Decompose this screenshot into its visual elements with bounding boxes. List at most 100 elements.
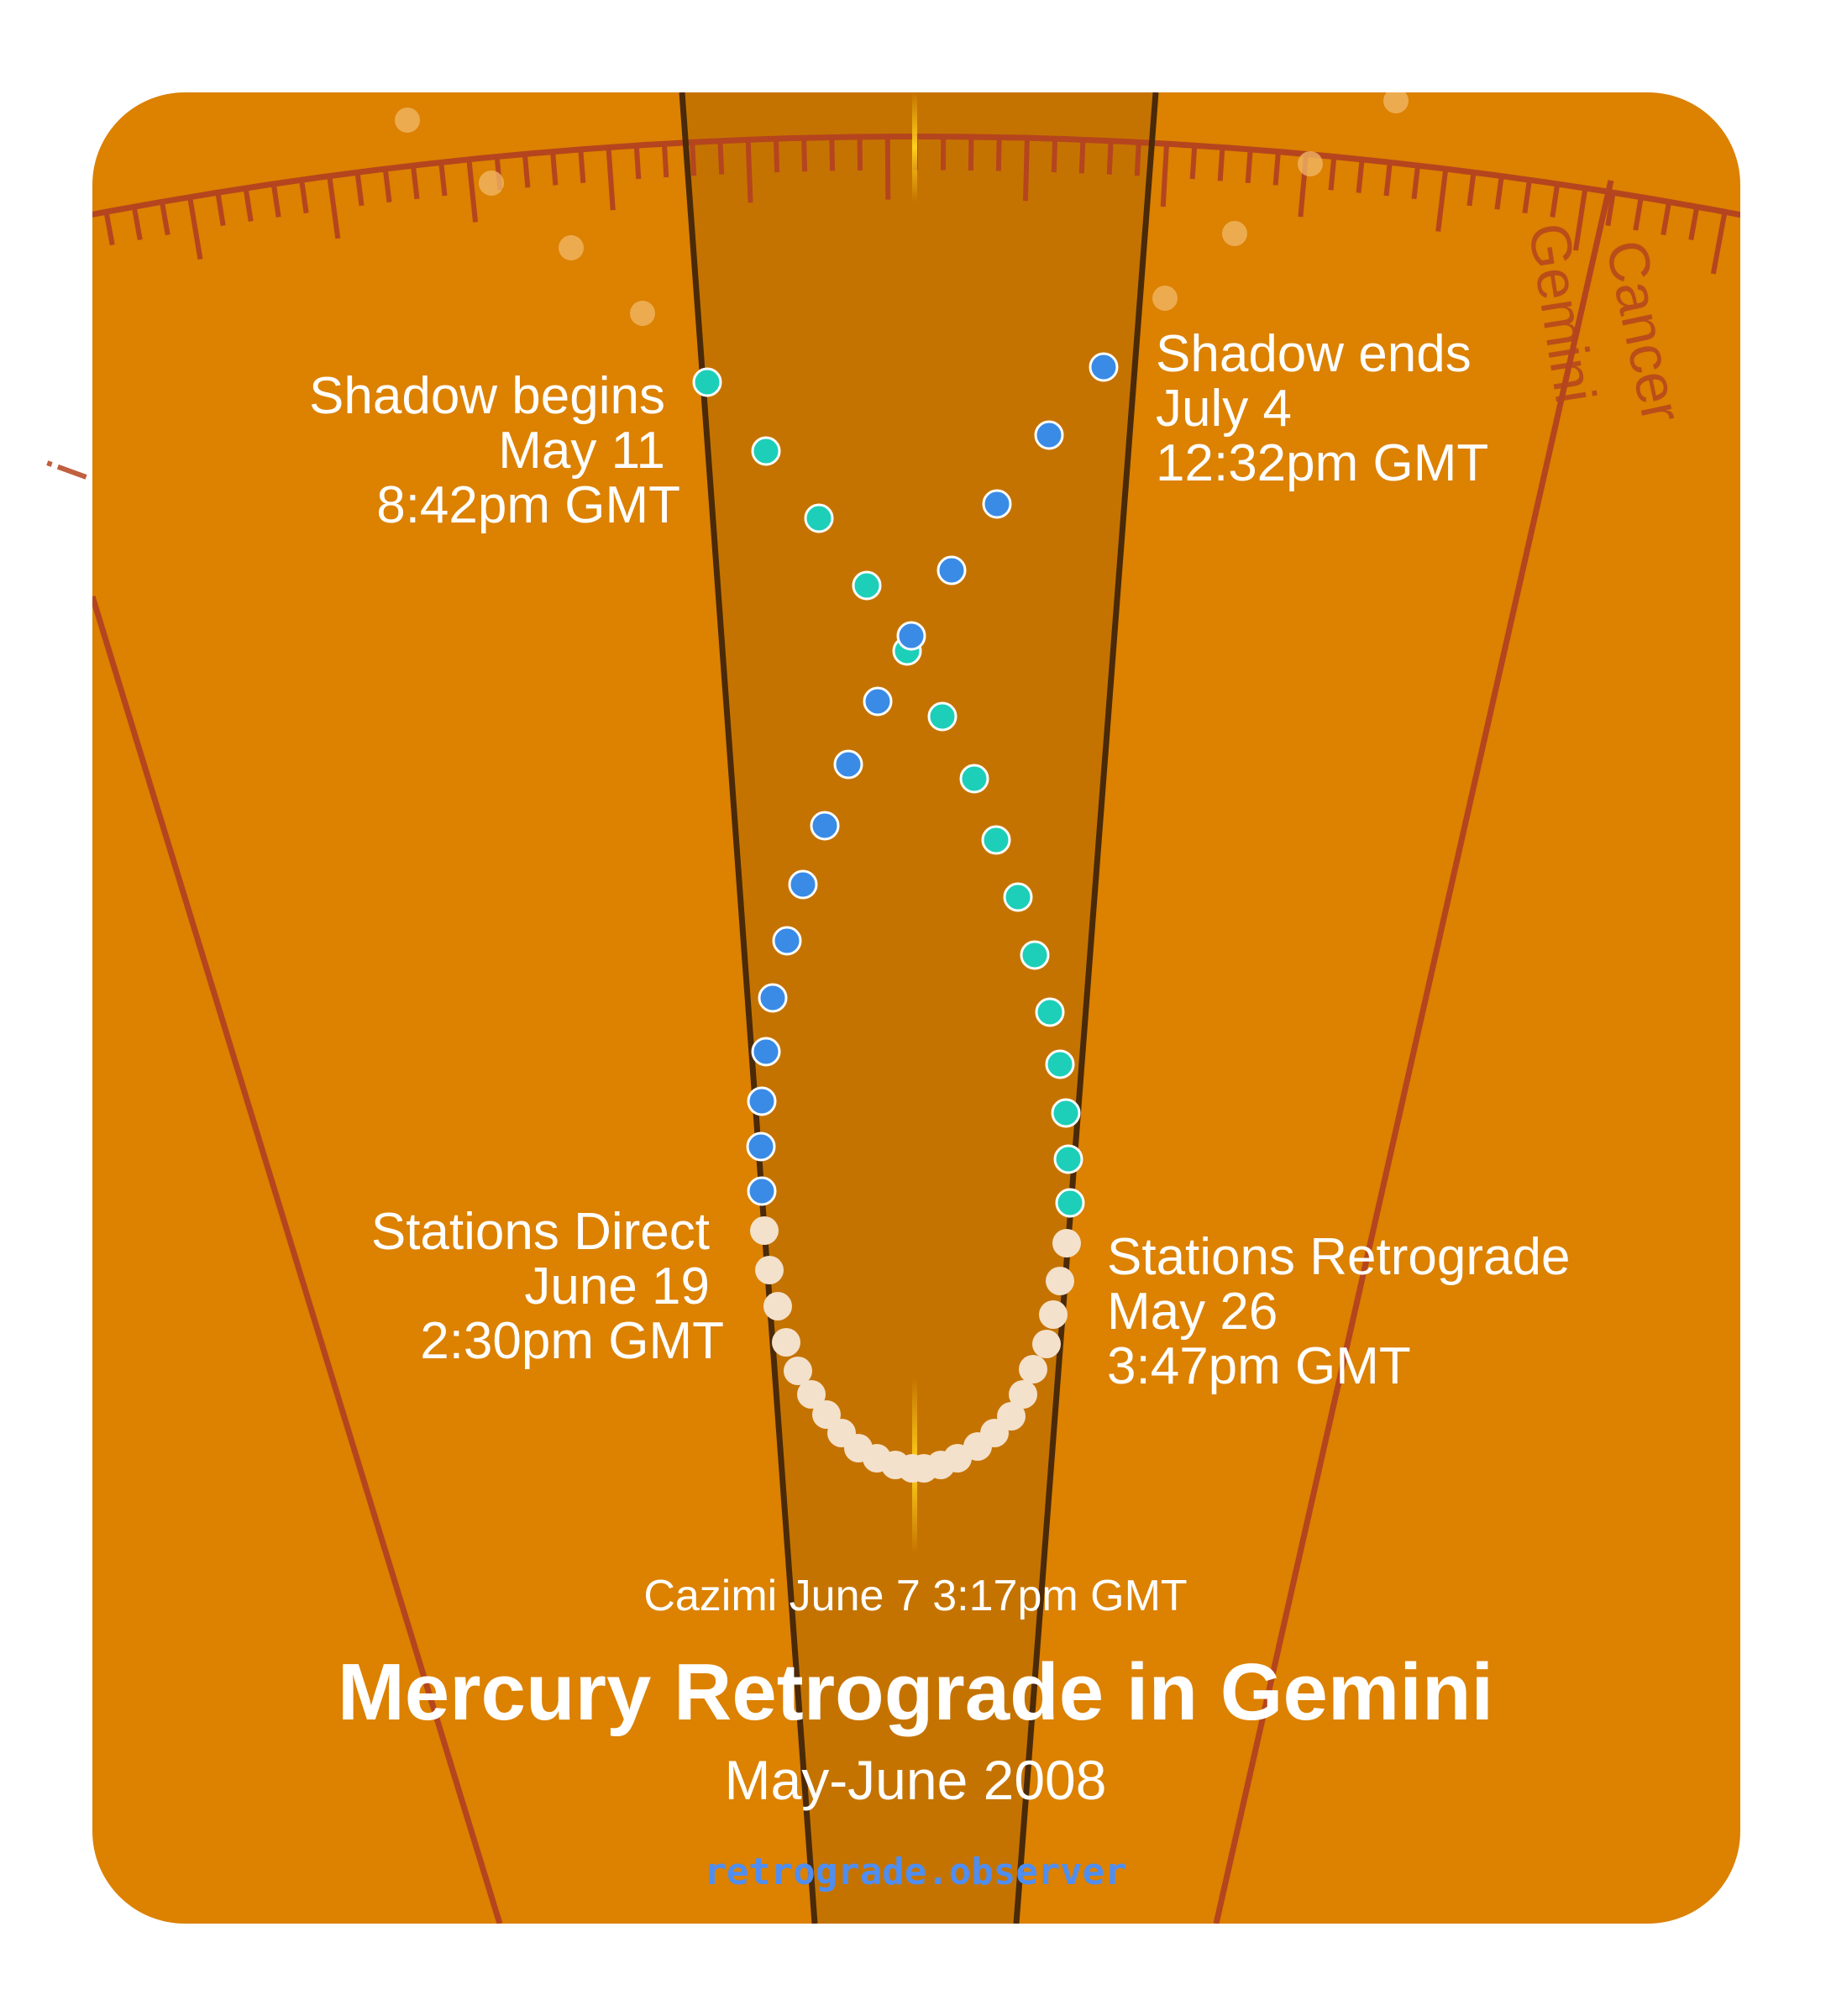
stations-direct-time: 2:30pm GMT xyxy=(420,1312,724,1370)
ecliptic-tick xyxy=(1272,151,1281,186)
post-shadow-position-dot xyxy=(1034,420,1064,450)
background-dot xyxy=(395,108,420,133)
ecliptic-ticks xyxy=(50,136,1753,285)
pre-shadow-position-dot xyxy=(692,367,722,397)
ecliptic-tick xyxy=(633,144,642,180)
ecliptic-tick xyxy=(159,201,171,236)
ecliptic-tick xyxy=(1134,142,1141,176)
shadow-begins-time: 8:42pm GMT xyxy=(376,476,680,534)
pre-shadow-position-dot xyxy=(1055,1188,1085,1218)
ecliptic-tick xyxy=(1633,197,1644,231)
ecliptic-tick xyxy=(801,138,808,172)
ecliptic-tick xyxy=(1245,149,1253,183)
retrograde-position-dot xyxy=(1019,1355,1047,1383)
mercury-path xyxy=(692,352,1119,1483)
ecliptic-tick xyxy=(522,154,531,188)
ecliptic-tick xyxy=(1078,139,1086,174)
background-dot xyxy=(1298,151,1323,176)
ecliptic-tick xyxy=(606,147,616,211)
ecliptic-tick xyxy=(103,211,115,246)
pre-shadow-position-dot xyxy=(804,503,834,533)
ecliptic-tick xyxy=(1106,140,1114,175)
ecliptic-tick xyxy=(1411,165,1421,200)
post-shadow-position-dot xyxy=(863,686,893,717)
ecliptic-tick xyxy=(1660,201,1672,236)
page-subtitle: May-June 2008 xyxy=(725,1749,1107,1811)
ecliptic-tick xyxy=(270,183,281,218)
ecliptic-tick xyxy=(215,192,226,227)
ecliptic-tick xyxy=(410,165,420,200)
event-shadow-begins: Shadow begins May 11 8:42pm GMT xyxy=(309,367,680,534)
pre-shadow-position-dot xyxy=(852,570,882,601)
ecliptic-tick xyxy=(187,197,203,260)
background-dot xyxy=(1152,286,1178,311)
retrograde-position-dot xyxy=(1052,1229,1081,1257)
ecliptic-tick xyxy=(1189,144,1198,180)
post-shadow-position-dot xyxy=(747,1086,777,1116)
ecliptic-tick xyxy=(1160,143,1170,207)
post-shadow-position-dot xyxy=(751,1037,781,1067)
shadow-ends-date: July 4 xyxy=(1156,380,1292,438)
pre-shadow-position-dot xyxy=(981,825,1011,855)
ecliptic-tick xyxy=(690,142,697,176)
pre-shadow-position-dot xyxy=(1003,882,1033,912)
stations-direct-title: Stations Direct xyxy=(371,1203,710,1261)
ecliptic-tick xyxy=(661,143,669,178)
faint-dots xyxy=(395,92,1409,326)
post-shadow-position-dot xyxy=(810,811,840,841)
post-shadow-position-dot xyxy=(896,621,926,651)
stations-direct-date: June 19 xyxy=(524,1257,710,1315)
ecliptic-tick xyxy=(745,139,753,203)
ecliptic-tick xyxy=(1746,217,1753,249)
retrograde-position-dot xyxy=(812,1400,841,1429)
post-shadow-position-dot xyxy=(1089,352,1119,382)
ecliptic-tick xyxy=(1605,192,1616,227)
ecliptic-tick xyxy=(1435,168,1449,232)
event-shadow-ends: Shadow ends July 4 12:32pm GMT xyxy=(1156,325,1488,492)
post-shadow-position-dot xyxy=(758,983,788,1013)
cazimi-label: Cazimi June 7 3:17pm GMT xyxy=(643,1572,1187,1620)
event-stations-direct: Stations Direct June 19 2:30pm GMT xyxy=(371,1203,724,1370)
shadow-begins-title: Shadow begins xyxy=(309,367,665,425)
ecliptic-tick xyxy=(1217,147,1225,181)
shadow-ends-time: 12:32pm GMT xyxy=(1156,434,1488,492)
ecliptic-tick xyxy=(327,176,341,239)
post-shadow-position-dot xyxy=(747,1176,777,1206)
ecliptic-tick xyxy=(50,223,63,285)
ecliptic-tick xyxy=(1051,139,1058,173)
post-shadow-position-dot xyxy=(833,749,863,780)
shadow-band xyxy=(682,92,1156,1924)
ecliptic-tick xyxy=(1688,206,1700,241)
sun-marker-top xyxy=(912,92,917,202)
zodiac-boundary-left xyxy=(92,595,503,1924)
event-stations-retrograde: Stations Retrograde May 26 3:47pm GMT xyxy=(1107,1228,1570,1395)
pre-shadow-position-dot xyxy=(1035,997,1065,1027)
ecliptic-tick xyxy=(968,136,974,171)
ecliptic-tick xyxy=(1573,187,1588,251)
brand-link[interactable]: retrograde.observer xyxy=(704,1851,1126,1893)
background-dot xyxy=(630,301,655,326)
post-shadow-position-dot xyxy=(772,926,802,956)
background-dot xyxy=(479,171,504,196)
ecliptic-tick xyxy=(1522,179,1532,214)
ecliptic-tick xyxy=(773,139,780,173)
pre-shadow-position-dot xyxy=(1020,940,1050,970)
retrograde-position-dot xyxy=(755,1256,784,1284)
stations-retrograde-time: 3:47pm GMT xyxy=(1107,1337,1411,1395)
ecliptic-tick xyxy=(1550,183,1561,218)
background-dot xyxy=(559,235,584,260)
ecliptic-tick xyxy=(578,149,586,183)
ecliptic-tick xyxy=(466,159,479,223)
ecliptic-tick xyxy=(1710,211,1728,275)
ecliptic-tick xyxy=(1494,176,1504,210)
pre-shadow-position-dot xyxy=(1051,1098,1081,1128)
post-shadow-position-dot xyxy=(788,869,818,900)
ecliptic-tick xyxy=(243,187,254,222)
ecliptic-tick xyxy=(1022,138,1030,202)
post-shadow-position-dot xyxy=(936,555,967,585)
shadow-line-left xyxy=(679,92,818,1924)
retrograde-position-dot xyxy=(1039,1300,1068,1329)
ecliptic-tick xyxy=(1466,171,1477,207)
background-dot xyxy=(1222,221,1247,246)
